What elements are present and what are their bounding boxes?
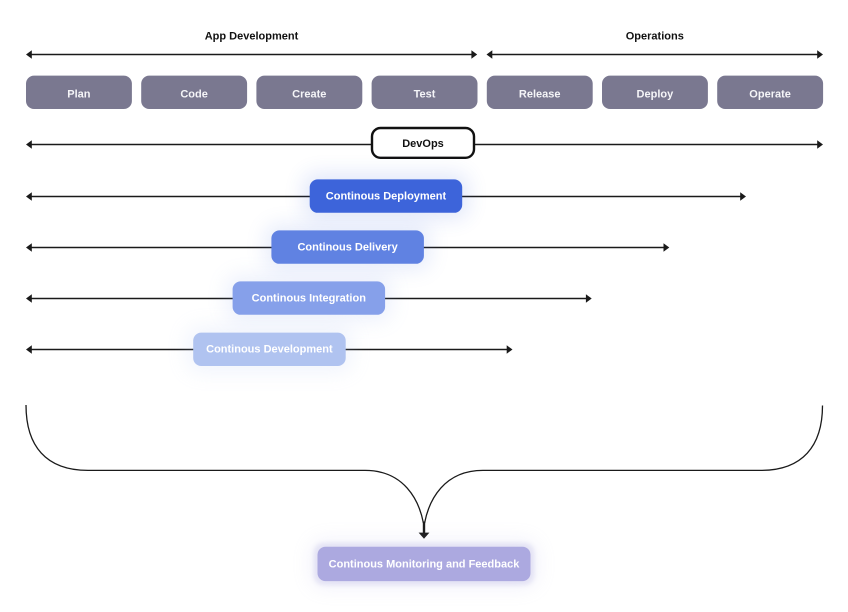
svg-text:Deploy: Deploy bbox=[637, 88, 675, 100]
svg-text:Code: Code bbox=[180, 88, 208, 100]
svg-text:App Development: App Development bbox=[205, 31, 299, 43]
svg-text:Continous Deployment: Continous Deployment bbox=[326, 191, 447, 203]
svg-text:Continous Monitoring and Feedb: Continous Monitoring and Feedback bbox=[329, 559, 521, 571]
svg-text:Operate: Operate bbox=[749, 88, 791, 100]
svg-text:Test: Test bbox=[414, 88, 436, 100]
svg-text:DevOps: DevOps bbox=[402, 138, 444, 150]
svg-text:Continous Development: Continous Development bbox=[206, 344, 333, 356]
svg-text:Plan: Plan bbox=[67, 88, 91, 100]
svg-text:Operations: Operations bbox=[626, 31, 684, 43]
svg-text:Create: Create bbox=[292, 88, 326, 100]
svg-text:Release: Release bbox=[519, 88, 561, 100]
svg-text:Continous Delivery: Continous Delivery bbox=[297, 242, 398, 254]
svg-text:Continous Integration: Continous Integration bbox=[252, 293, 367, 305]
